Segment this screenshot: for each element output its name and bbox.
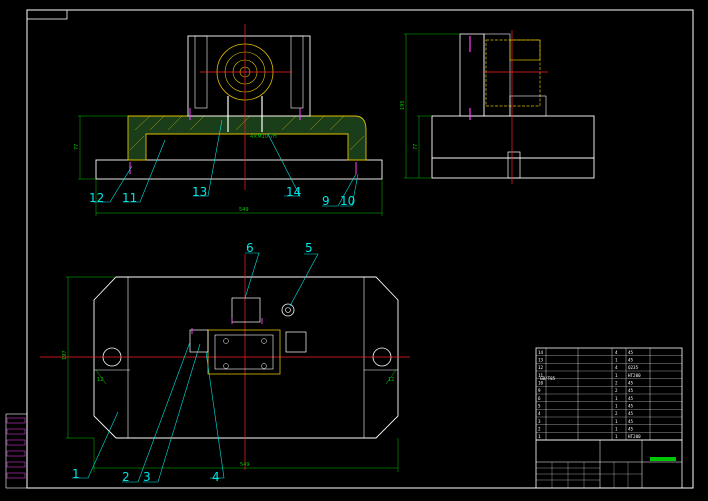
bom-cell-no: 3 [538, 419, 541, 424]
slot-dim-left: 12 [97, 377, 103, 383]
bom-cell-no: 10 [538, 380, 544, 385]
bom-cell-qty: 1 [615, 373, 618, 378]
left-strip-marks [6, 417, 26, 479]
plan-view: 549 197 12 12 1 2 3 4 5 6 [40, 241, 410, 484]
hole-callout: 4×M10-7H [250, 134, 277, 140]
bom-cell-qty: 1 [615, 396, 618, 401]
callout-11: 11 [122, 191, 137, 205]
side-view: 195 77 [400, 30, 595, 184]
callout-9: 9 [322, 194, 330, 208]
bom-cell-no: 14 [538, 350, 544, 355]
bom-cell-no: 5 [538, 403, 541, 408]
bom-cell-qty: 1 [615, 357, 618, 362]
callout-13: 13 [192, 185, 207, 199]
bom-cell-mat: 45 [628, 411, 634, 416]
side-total-height-dim: 195 [400, 100, 406, 110]
bom-cell-no: 12 [538, 365, 544, 370]
bom-cell-qty: 4 [615, 365, 618, 370]
bom-cell-qty: 4 [615, 350, 618, 355]
bom-cell-mat: 45 [628, 419, 634, 424]
bom-cell-no: 2 [538, 426, 541, 431]
bom-cell-no: 1 [538, 434, 541, 439]
callout-4: 4 [212, 470, 220, 484]
callout-6: 6 [246, 241, 254, 255]
bom-cell-mat: 45 [628, 426, 634, 431]
bom-cell-qty: 1 [615, 419, 618, 424]
front-view: 549 77 4×M10-7H 12 11 13 14 9 10 [74, 24, 383, 216]
bom-cell-mat: 45 [628, 396, 634, 401]
bom-cell-no: 9 [538, 388, 541, 393]
front-width-dim: 549 [239, 207, 249, 213]
callout-12: 12 [89, 191, 104, 205]
title-block [535, 439, 683, 489]
callout-5: 5 [305, 241, 313, 255]
callout-14: 14 [286, 185, 301, 199]
bom-cell-mat: HT200 [628, 373, 641, 378]
bom-cell-mat: 45 [628, 403, 634, 408]
slot-dim-right: 12 [388, 377, 394, 383]
bom-cell-qty: 2 [615, 380, 618, 385]
bom-cell-qty: 2 [615, 411, 618, 416]
side-lower-height-dim: 77 [413, 144, 419, 150]
bom-cell-mat: 45 [628, 388, 634, 393]
bom-cell-no: 11 [538, 373, 544, 378]
callout-3: 3 [143, 470, 151, 484]
bom-cell-qty: 1 [615, 403, 618, 408]
callout-2: 2 [122, 470, 130, 484]
bom-gb-note: GB/T85 [540, 376, 556, 381]
bom-cell-no: 6 [538, 396, 541, 401]
bom-cell-mat: 45 [628, 357, 634, 362]
bom-cell-mat: 45 [628, 380, 634, 385]
callout-1: 1 [72, 467, 80, 481]
bom-cell-qty: 1 [615, 434, 618, 439]
plan-height-dim: 197 [62, 350, 68, 360]
bom-cell-qty: 1 [615, 426, 618, 431]
bom-cell-qty: 2 [615, 388, 618, 393]
sheet-frame [5, 9, 694, 489]
plan-width-dim: 549 [240, 462, 250, 468]
front-height-dim: 77 [74, 144, 80, 150]
bom-cell-mat: Q235 [628, 365, 639, 370]
bom-cell-mat: 45 [628, 350, 634, 355]
bom-cell-no: 13 [538, 357, 544, 362]
bom-cell-no: 4 [538, 411, 541, 416]
bom-cell-mat: HT200 [628, 434, 641, 439]
callout-10: 10 [340, 194, 355, 208]
